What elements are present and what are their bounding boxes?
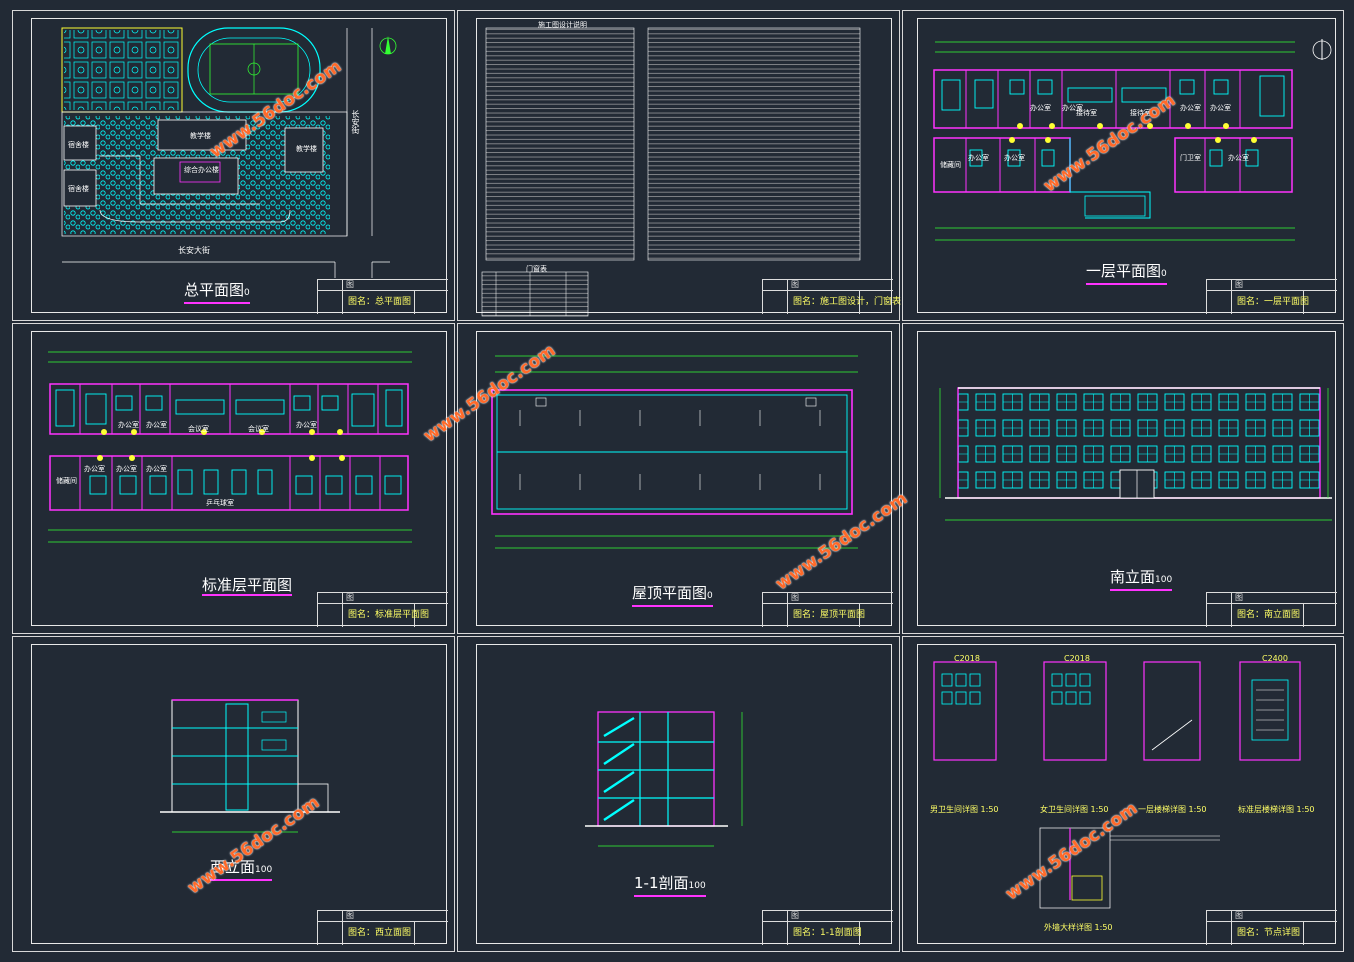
tf-room-5: 办公室: [296, 421, 317, 429]
title-block-west-elevation: 图图名：西立面图: [317, 910, 448, 945]
ff-room-7: 储藏间: [940, 161, 961, 169]
caption-south-elevation-text: 南立面: [1110, 568, 1156, 586]
title-block-design-notes-name: 图名：施工图设计，门窗表: [793, 297, 902, 307]
caption-south-elevation: 南立面100: [1110, 568, 1173, 591]
ff-room-4: 接待室: [1130, 109, 1151, 117]
design-notes-drawing: [481, 27, 861, 317]
detail-caption-wall: 外墙大样详图 1:50: [1044, 923, 1113, 932]
detail-caption-stair-1: 一层楼梯详图 1:50: [1138, 805, 1207, 814]
caption-site-plan-scale: 0: [244, 288, 250, 298]
title-block-details-name: 图名：节点详图: [1237, 928, 1301, 938]
caption-typical-floor: 标准层平面图: [202, 576, 293, 596]
section-drawing: [585, 711, 743, 847]
design-notes-table-heading: 门窗表: [526, 265, 547, 273]
west-elevation-drawing: [160, 699, 340, 833]
caption-section: 1-1剖面100: [634, 874, 706, 897]
site-label-dorm-2: 宿舍楼: [68, 185, 89, 193]
tf-room-3: 会议室: [188, 425, 209, 433]
sheet-typical-floor: [12, 323, 455, 634]
sheet-section: [457, 636, 900, 952]
title-block-west-elevation-name: 图名：西立面图: [348, 928, 412, 938]
caption-site-plan-text: 总平面图: [184, 281, 245, 299]
ff-room-10: 门卫室: [1180, 154, 1201, 162]
caption-south-elevation-scale: 100: [1155, 575, 1173, 585]
caption-site-plan: 总平面图0: [184, 281, 250, 304]
site-label-teaching-1: 教学楼: [190, 132, 211, 140]
details-drawing: [933, 661, 1301, 909]
title-block-site-plan: 图图名：总平面图: [317, 279, 448, 314]
site-label-office: 综合办公楼: [184, 166, 219, 174]
ff-room-5: 办公室: [1180, 104, 1201, 112]
south-elevation-drawing: [939, 387, 1332, 521]
sheet-south-elevation: [902, 323, 1344, 634]
title-block-first-floor: 图图名：一层平面图: [1206, 279, 1337, 314]
site-road-side-label: 长安街: [351, 110, 360, 134]
caption-section-scale: 100: [688, 881, 706, 891]
detail-label-c2018-b: C2018: [1064, 654, 1090, 663]
caption-west-elevation-text: 西立面: [210, 858, 256, 876]
title-block-details: 图图名：节点详图: [1206, 910, 1337, 945]
detail-caption-stair-typ: 标准层楼梯详图 1:50: [1238, 805, 1315, 814]
tf-room-2: 办公室: [146, 421, 167, 429]
caption-section-text: 1-1剖面: [634, 874, 689, 892]
site-plan-drawing: [61, 27, 397, 278]
sheet-first-floor: [902, 10, 1344, 321]
sheet-design-notes: [457, 10, 900, 321]
title-block-typical-floor-name: 图名：标准层平面图: [348, 610, 430, 620]
caption-west-elevation-scale: 100: [255, 865, 273, 875]
first-floor-drawing: [933, 39, 1332, 241]
tf-room-7: 办公室: [84, 465, 105, 473]
typical-floor-drawing: [48, 351, 412, 543]
title-block-typical-floor: 图图名：标准层平面图: [317, 592, 448, 627]
detail-label-c2018-a: C2018: [954, 654, 980, 663]
caption-roof-plan-text: 屋顶平面图: [632, 584, 708, 602]
title-block-south-elevation-name: 图名：南立面图: [1237, 610, 1301, 620]
detail-caption-male-wc: 男卫生间详图 1:50: [930, 805, 999, 814]
caption-roof-plan-scale: 0: [707, 591, 713, 601]
sheet-site-plan: [12, 10, 455, 321]
ff-room-9: 办公室: [1004, 154, 1025, 162]
title-block-roof-plan-name: 图名：屋顶平面图: [793, 610, 866, 620]
ff-room-8: 办公室: [968, 154, 989, 162]
site-road-label: 长安大街: [178, 246, 210, 255]
tf-room-6: 储藏间: [56, 477, 77, 485]
title-block-design-notes: 图图名：施工图设计，门窗表: [762, 279, 901, 314]
detail-label-c2400: C2400: [1262, 654, 1288, 663]
title-block-roof-plan: 图图名：屋顶平面图: [762, 592, 893, 627]
title-block-site-plan-name: 图名：总平面图: [348, 297, 412, 307]
title-block-section-name: 图名：1-1剖面图: [793, 928, 862, 938]
ff-room-2: 办公室: [1062, 104, 1083, 112]
tf-room-1: 办公室: [118, 421, 139, 429]
title-block-section: 图图名：1-1剖面图: [762, 910, 893, 945]
title-block-south-elevation: 图图名：南立面图: [1206, 592, 1337, 627]
caption-west-elevation: 西立面100: [210, 858, 273, 881]
tf-room-10: 乒乓球室: [206, 499, 234, 507]
detail-caption-female-wc: 女卫生间详图 1:50: [1040, 805, 1109, 814]
caption-typical-floor-text: 标准层平面图: [202, 576, 293, 594]
sheet-roof-plan: [457, 323, 900, 634]
site-label-teaching-2: 教学楼: [296, 145, 317, 153]
roof-plan-drawing: [491, 355, 858, 549]
sheet-west-elevation: [12, 636, 455, 952]
sheet-details: [902, 636, 1344, 952]
design-notes-heading: 施工图设计说明: [538, 21, 587, 29]
tf-room-4: 会议室: [248, 425, 269, 433]
caption-roof-plan: 屋顶平面图0: [632, 584, 713, 607]
caption-first-floor-scale: 0: [1161, 269, 1167, 279]
ff-room-11: 办公室: [1228, 154, 1249, 162]
caption-first-floor-text: 一层平面图: [1086, 262, 1162, 280]
site-label-dorm-1: 宿舍楼: [68, 141, 89, 149]
ff-room-1: 办公室: [1030, 104, 1051, 112]
tf-room-9: 办公室: [146, 465, 167, 473]
title-block-first-floor-name: 图名：一层平面图: [1237, 297, 1310, 307]
ff-room-6: 办公室: [1210, 104, 1231, 112]
caption-first-floor: 一层平面图0: [1086, 262, 1167, 285]
ff-room-3: 接待室: [1076, 109, 1097, 117]
tf-room-8: 办公室: [116, 465, 137, 473]
